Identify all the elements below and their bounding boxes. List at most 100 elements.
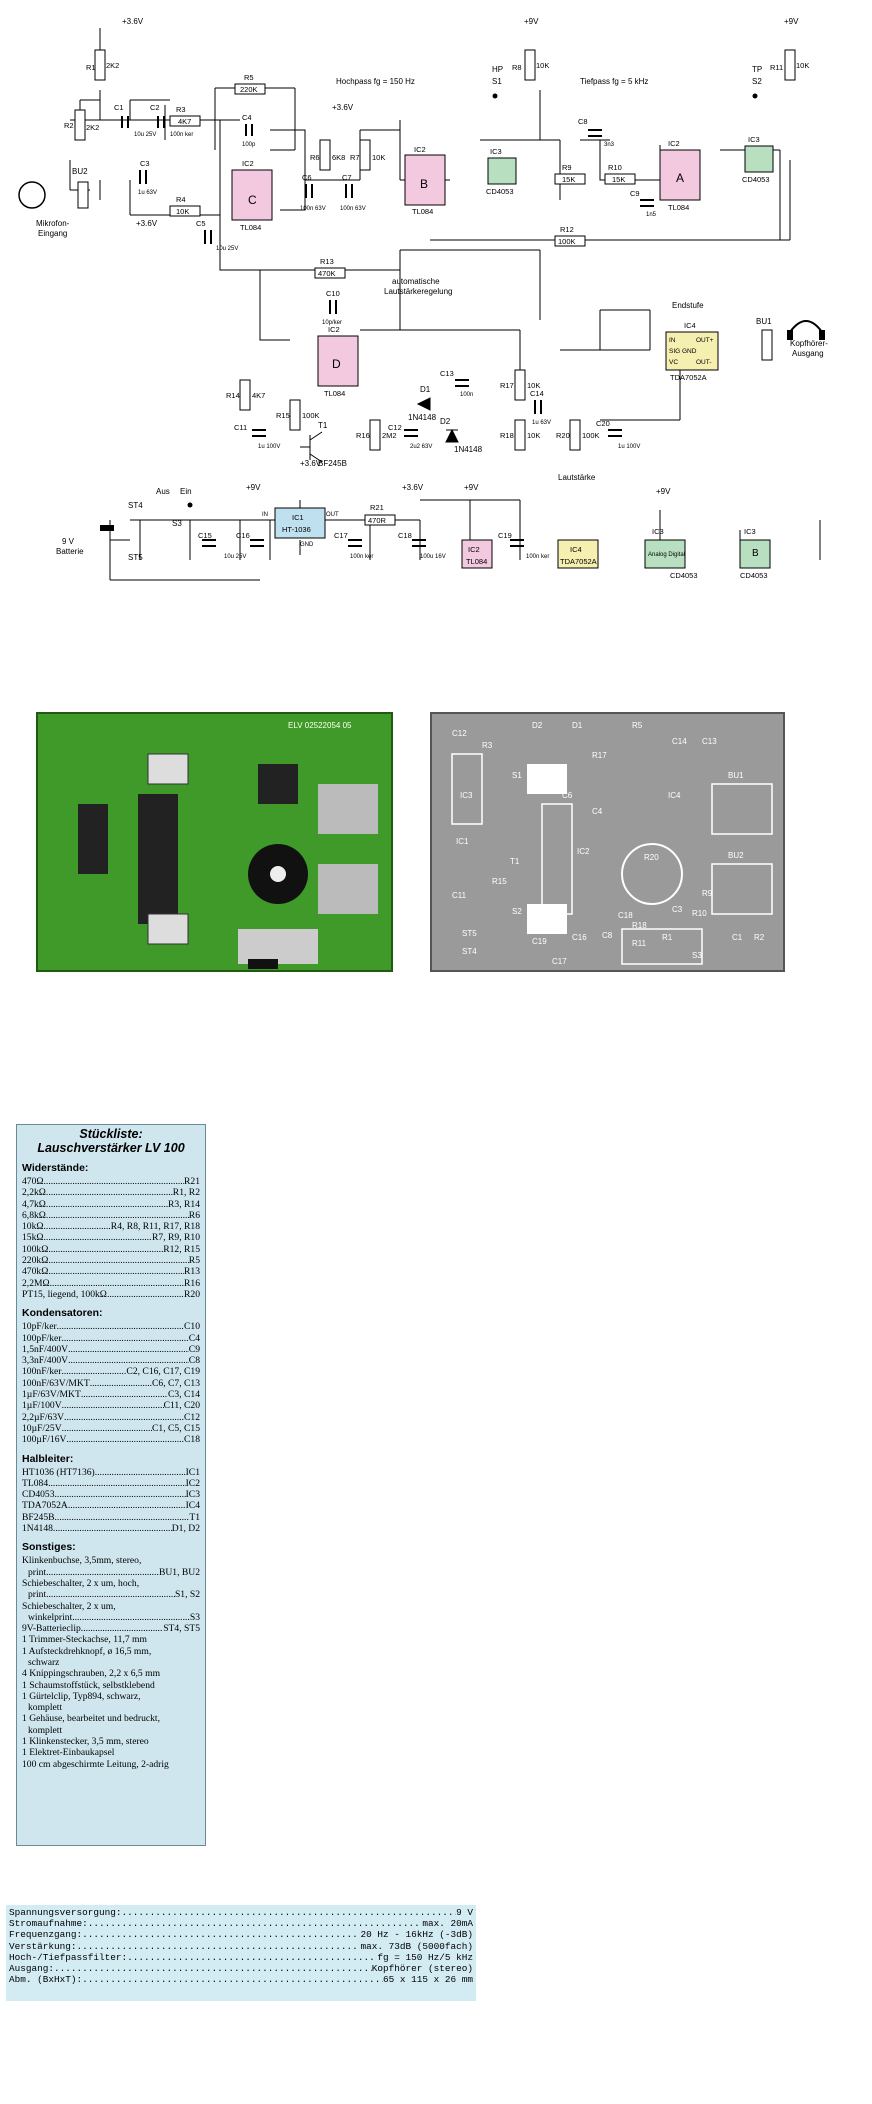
list-item: 1 Gürtelclip, Typ894, schwarz, xyxy=(22,1690,141,1702)
val-r6: 6K8 xyxy=(332,153,345,162)
layout-label-t1: T1 xyxy=(510,857,520,866)
list-item: 1 Elektret-Einbaukapsel xyxy=(22,1747,115,1759)
val-c12: 2u2 63V xyxy=(410,444,432,450)
ref-c17: C17 xyxy=(334,531,348,540)
rail-label-36-top: +3.6V xyxy=(122,17,144,26)
list-item: 1 Gehäuse, bearbeitet und bedruckt, xyxy=(22,1713,160,1725)
ref-r17: R17 xyxy=(500,381,514,390)
ref-c10: C10 xyxy=(326,289,340,298)
cap-c14 xyxy=(534,400,542,414)
layout-label-s1: S1 xyxy=(512,771,522,780)
layout-label-r9: R9 xyxy=(702,889,713,898)
layout-label-d2: D2 xyxy=(532,721,543,730)
rail-label-9-bottom-d: +9V xyxy=(656,487,671,496)
ic3b-type: CD4053 xyxy=(742,175,770,184)
ic2b-block xyxy=(404,154,446,206)
circuit-schematic: +3.6V +3.6V +9V +9V +3.6V +3.6V +9V +3.6… xyxy=(18,17,828,581)
ref-r4: R4 xyxy=(176,195,186,204)
resistor-r4 xyxy=(169,205,201,217)
val-r18: 10K xyxy=(527,431,540,440)
ic2a-name: IC2 xyxy=(668,139,680,148)
ref-r20: R20 xyxy=(556,431,570,440)
kopfhoerer-label-1: Kopfhörer- xyxy=(790,339,828,348)
ic3b-power-block xyxy=(739,539,771,569)
val-r9: 15K xyxy=(562,175,575,184)
battery-icon xyxy=(100,525,114,531)
ic1-type: HT-1036 xyxy=(282,525,311,534)
rail-label-36-left: +3.6V xyxy=(136,219,158,228)
pcb-layout: C12 R3 C14 R5 R17 S1 R20 IC4 BU1 BU2 IC1… xyxy=(430,712,785,972)
spec-row: Hoch-/Tiefpassfilter:fg = 150 Hz/5 kHz xyxy=(9,1952,473,1963)
ref-c14: C14 xyxy=(530,389,544,398)
cap-c4 xyxy=(245,124,253,136)
spec-row: Verstärkung:max. 73dB (5000fach) xyxy=(9,1941,473,1952)
ic3a-type: CD4053 xyxy=(486,187,514,196)
ref-c19: C19 xyxy=(498,531,512,540)
ic4-power-block xyxy=(557,539,599,569)
kopfhoerer-label-2: Ausgang xyxy=(792,349,824,358)
layout-label-c11: C11 xyxy=(452,891,467,900)
ref-r1: R1 xyxy=(86,63,96,72)
section-heading-sonstiges: Sonstiges: xyxy=(22,1541,76,1554)
layout-label-c18: C18 xyxy=(618,911,633,920)
ref-r21: R21 xyxy=(370,503,384,512)
resistor-r12 xyxy=(554,235,586,247)
spec-row: Abm. (BxHxT):65 x 115 x 26 mm xyxy=(9,1974,473,1985)
st5-label: ST5 xyxy=(128,553,143,562)
ref-c4: C4 xyxy=(242,113,252,122)
layout-label-bu1: BU1 xyxy=(728,771,744,780)
list-item: printBU1, BU2 xyxy=(22,1567,200,1578)
val-r20: 100K xyxy=(582,431,600,440)
pin-hp-switch xyxy=(492,93,498,99)
ic2b-unit: B xyxy=(420,177,428,191)
list-item: HT1036 (HT7136)IC1 xyxy=(22,1467,200,1478)
list-item: Schiebeschalter, 2 x um, xyxy=(22,1600,116,1612)
resistor-r9 xyxy=(554,173,586,185)
list-item: 4,7kΩR3, R14 xyxy=(22,1199,200,1210)
ic2c-name: IC2 xyxy=(242,159,254,168)
ref-c8: C8 xyxy=(578,117,588,126)
ref-c9: C9 xyxy=(630,189,640,198)
ic2p-type: TL084 xyxy=(466,557,487,566)
layout-label-r5: R5 xyxy=(632,721,643,730)
ic1-gnd: GND xyxy=(300,542,314,548)
layout-label-r18: R18 xyxy=(632,921,647,930)
layout-label-r20: R20 xyxy=(644,853,659,862)
ref-r14: R14 xyxy=(226,391,240,400)
resistor-r2 xyxy=(74,109,86,141)
val-r15: 100K xyxy=(302,411,320,420)
t1-label: T1 xyxy=(318,421,328,430)
ref-r18: R18 xyxy=(500,431,514,440)
ref-r11: R11 xyxy=(770,63,783,72)
layout-label-c3: C3 xyxy=(672,905,683,914)
resistor-r20 xyxy=(569,419,581,451)
list-item: 100pF/kerC4 xyxy=(22,1333,200,1344)
list-item: 3,3nF/400VC8 xyxy=(22,1355,200,1366)
ic1-out: OUT xyxy=(326,512,339,518)
layout-label-d1: D1 xyxy=(572,721,583,730)
layout-label-c14: C14 xyxy=(672,737,687,746)
ref-r7: R7 xyxy=(350,153,360,162)
list-item: winkelprintS3 xyxy=(22,1612,200,1623)
ein-label: Ein xyxy=(180,487,192,496)
cap-c11 xyxy=(252,429,266,437)
layout-label-c4: C4 xyxy=(592,807,603,816)
val-c18: 100u 16V xyxy=(420,554,446,560)
layout-label-ic1: IC1 xyxy=(456,837,469,846)
cap-c1 xyxy=(121,116,129,128)
ic4-pin-outn: OUT- xyxy=(696,359,712,366)
val-r5: 220K xyxy=(240,85,258,94)
bu1-label: BU1 xyxy=(756,317,772,326)
layout-label-s3: S3 xyxy=(692,951,702,960)
val-c7: 100n 63V xyxy=(340,206,366,212)
val-c20: 1u 100V xyxy=(618,444,640,450)
ic2a-type: TL084 xyxy=(668,203,689,212)
list-item: 470kΩR13 xyxy=(22,1266,200,1277)
ref-c5: C5 xyxy=(196,219,206,228)
pin-tp-switch xyxy=(752,93,758,99)
parts-list-title-2: Lauschverstärker LV 100 xyxy=(37,1141,185,1155)
val-c1: 10u 25V xyxy=(134,132,156,138)
layout-label-c6: C6 xyxy=(562,791,573,800)
